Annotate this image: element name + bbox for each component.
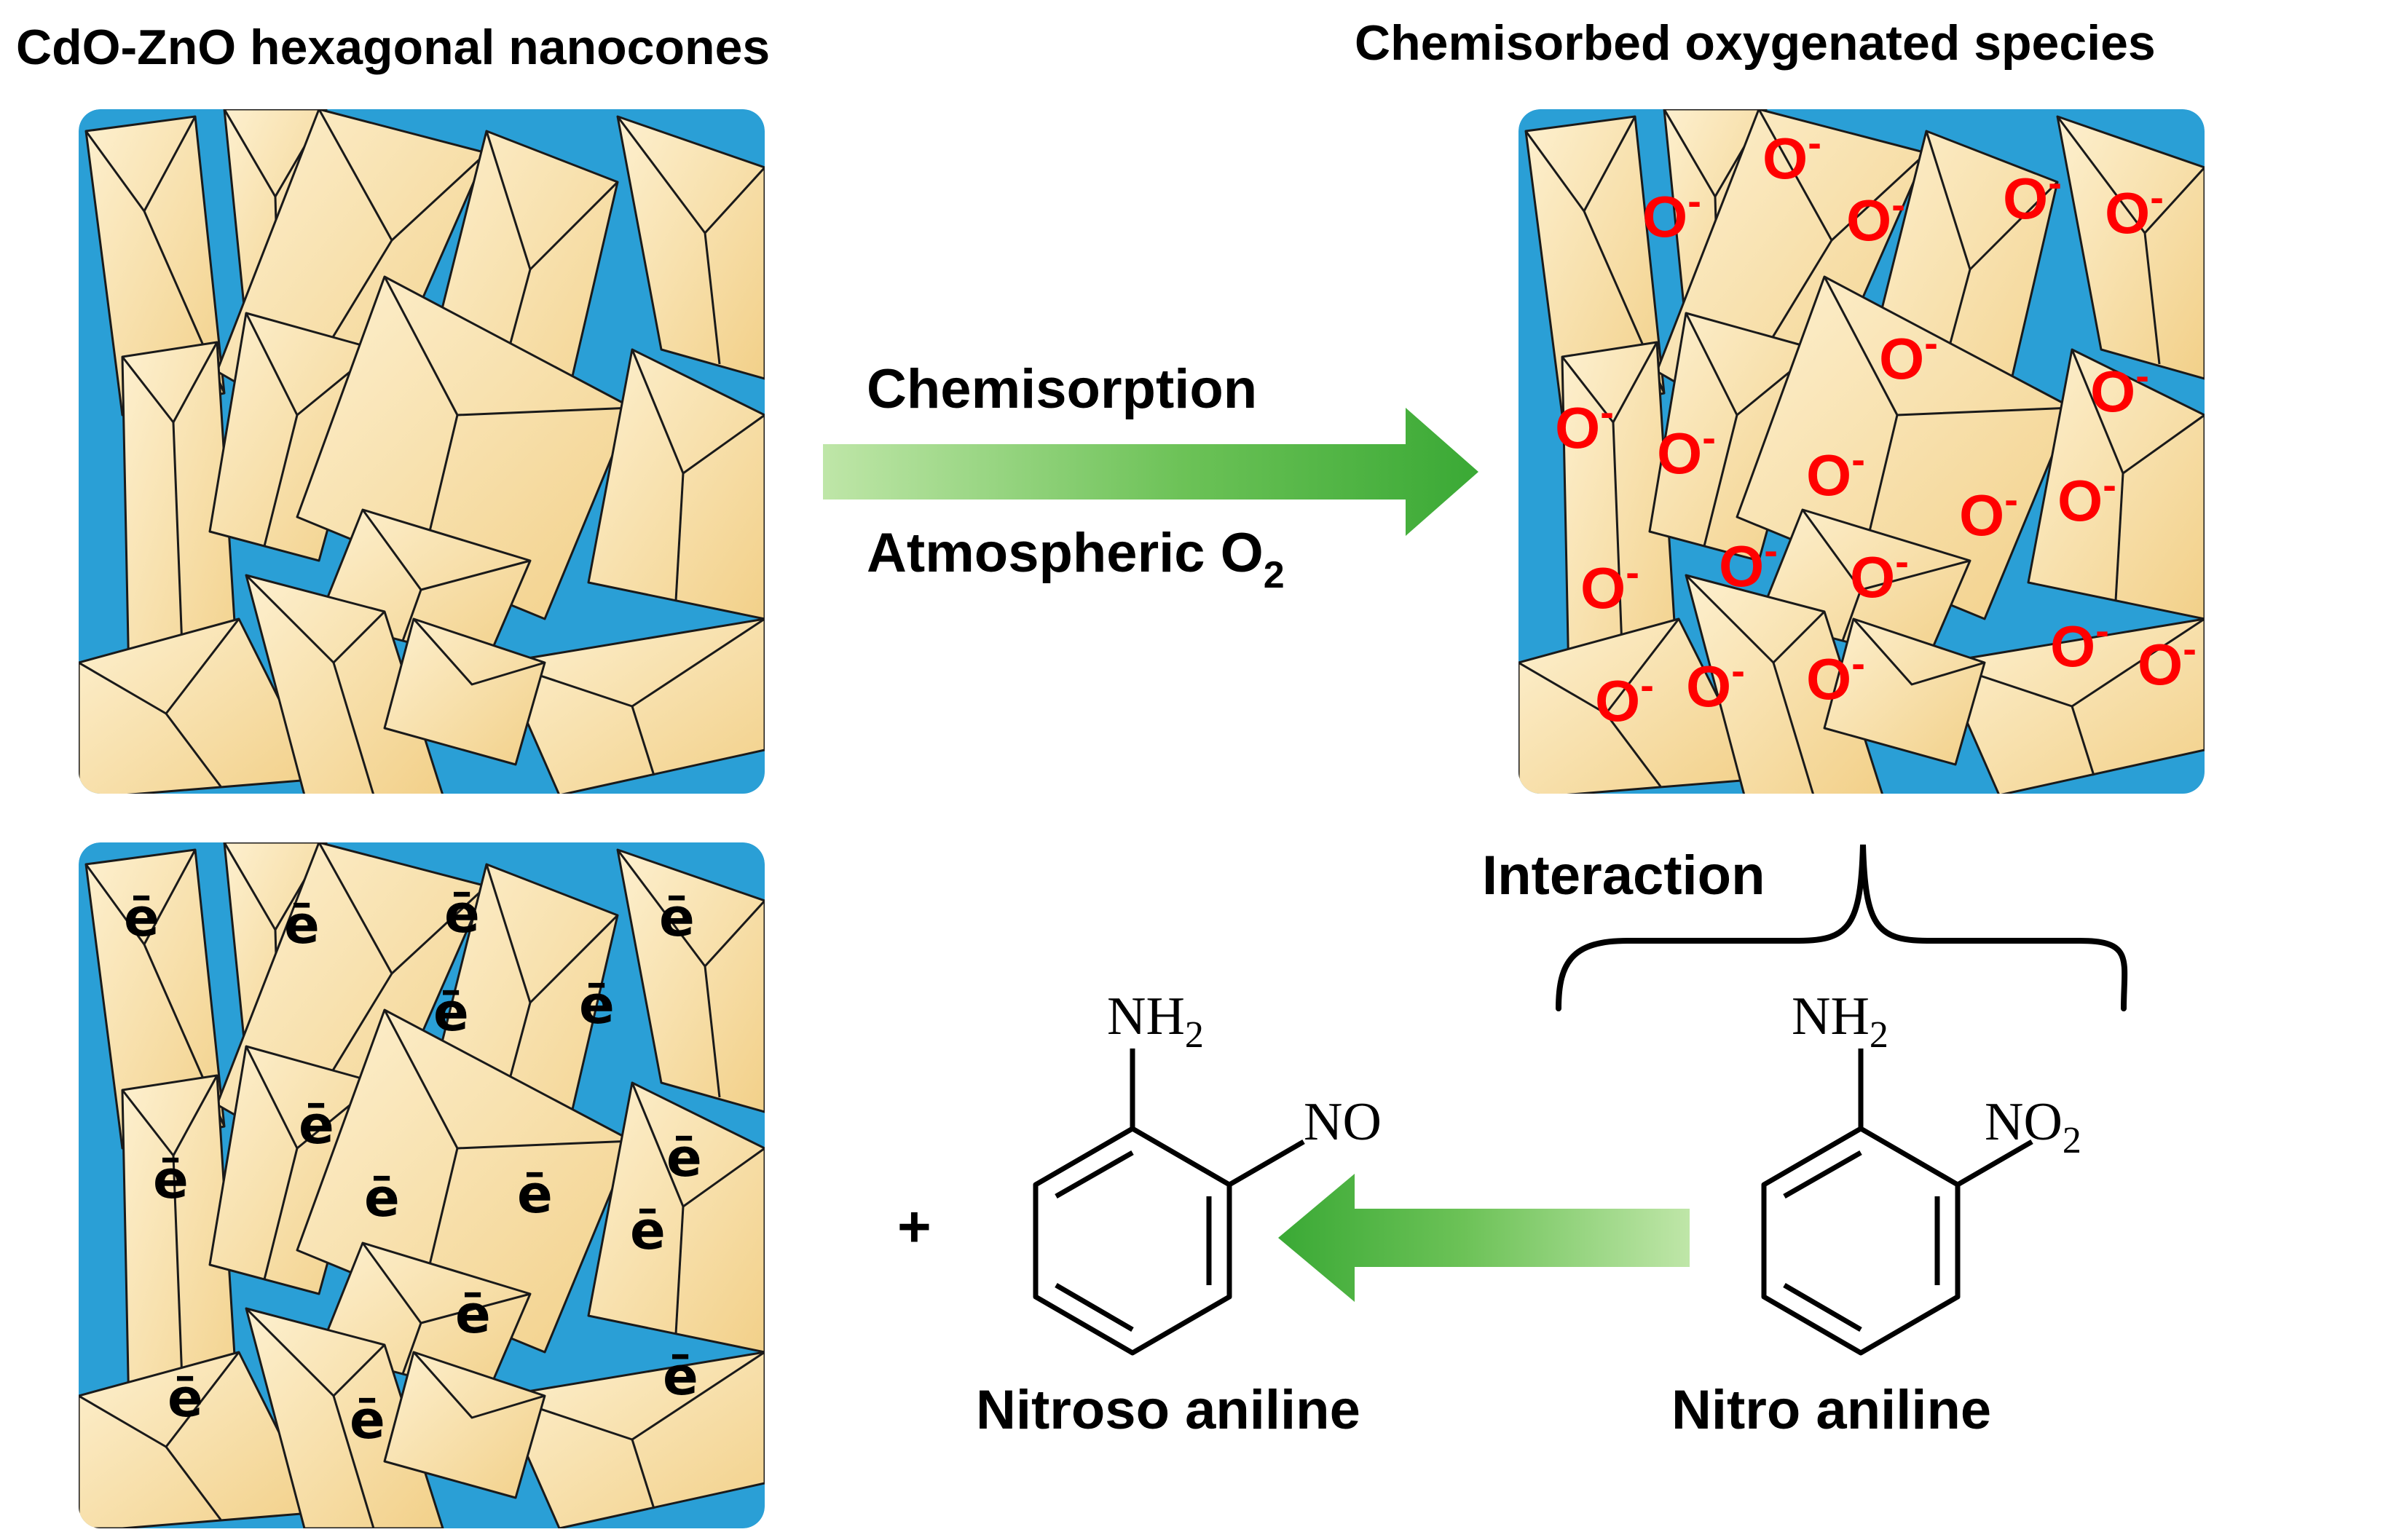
nitroso-amine-text: NH	[1107, 987, 1185, 1046]
oxygen-species-layer: O-O-O-O-O-O-O-O-O-O-O-O-O-O-O-O-O-O-O-O-	[1555, 119, 2197, 733]
nanocone-panel-top-left	[79, 109, 765, 794]
oxygen-anion-label: O-	[1719, 527, 1778, 599]
electron-label: ē	[663, 1346, 698, 1407]
electron-label: ē	[666, 1127, 702, 1188]
oxygen-anion-label: O-	[2090, 352, 2149, 424]
electron-label: ē	[124, 887, 159, 948]
oxygen-anion-label: O-	[1850, 538, 1909, 609]
oxygen-anion-label: O-	[1959, 476, 2018, 548]
oxygen-anion-label: O-	[1595, 662, 1654, 733]
nitroso-amine-subscript: 2	[1185, 1014, 1204, 1056]
nitro-amine-text: NH	[1792, 987, 1870, 1046]
oxygen-anion-label: O-	[1806, 640, 1865, 711]
nitroso-group-label: NO	[1304, 1092, 1382, 1152]
electron-label: ē	[659, 887, 695, 948]
electron-label: ē	[630, 1200, 666, 1261]
electron-label: ē	[284, 894, 320, 955]
electron-label: ē	[444, 883, 480, 944]
chemisorption-arrow	[823, 408, 1478, 536]
nitro-aniline-name: Nitro aniline	[1671, 1379, 1991, 1441]
oxygen-anion-label: O-	[2050, 607, 2109, 679]
plus-sign: +	[897, 1194, 931, 1259]
oxygen-anion-label: O-	[1879, 320, 1938, 391]
oxygen-anion-label: O-	[2105, 174, 2164, 245]
electron-label: ē	[168, 1367, 203, 1429]
nitro-group-subscript: 2	[2063, 1120, 2081, 1161]
electron-label: ē	[433, 982, 469, 1043]
oxygen-anion-label: O-	[1580, 549, 1639, 620]
electron-label: ē	[579, 974, 615, 1035]
right-panel-title: Chemisorbed oxygenated species	[1355, 15, 2156, 71]
nitroso-aniline-name: Nitroso aniline	[976, 1379, 1360, 1441]
oxygen-anion-label: O-	[1642, 178, 1701, 249]
electron-label: ē	[455, 1284, 491, 1345]
electron-label: ē	[350, 1389, 385, 1450]
oxygen-anion-label: O-	[1806, 436, 1865, 508]
nitro-group-text: NO	[1985, 1092, 2063, 1152]
electron-label: ē	[364, 1167, 400, 1228]
atmospheric-o2-label: Atmospheric O2	[867, 522, 1285, 596]
oxygen-anion-label: O-	[2057, 462, 2116, 533]
nitro-amine-subscript: 2	[1870, 1014, 1888, 1056]
nitroso-amine-label: NH2	[1107, 987, 1204, 1056]
nitro-aniline-structure	[1761, 1049, 2033, 1356]
reduction-arrow	[1278, 1174, 1690, 1302]
atmospheric-o2-text: Atmospheric O	[867, 522, 1264, 584]
left-panel-title: CdO-ZnO hexagonal nanocones	[16, 20, 770, 75]
interaction-brace	[1556, 844, 2128, 1011]
electron-label: ē	[153, 1149, 189, 1210]
oxygen-anion-label: O-	[2138, 625, 2197, 697]
atmospheric-o2-subscript: 2	[1264, 554, 1285, 596]
nitro-group-label: NO2	[1985, 1092, 2081, 1161]
interaction-label: Interaction	[1482, 845, 1765, 907]
oxygen-anion-label: O-	[1686, 647, 1745, 719]
oxygen-anion-label: O-	[1846, 181, 1905, 253]
electron-label: ē	[299, 1094, 334, 1156]
electron-label: ē	[517, 1164, 553, 1225]
nitroso-aniline-structure	[1033, 1049, 1305, 1356]
oxygen-anion-label: O-	[1762, 119, 1821, 191]
oxygen-anion-label: O-	[1555, 389, 1614, 460]
chemisorption-label: Chemisorption	[867, 358, 1257, 420]
nitro-amine-label: NH2	[1792, 987, 1888, 1056]
oxygen-anion-label: O-	[1657, 414, 1716, 486]
oxygen-anion-label: O-	[2003, 159, 2062, 231]
